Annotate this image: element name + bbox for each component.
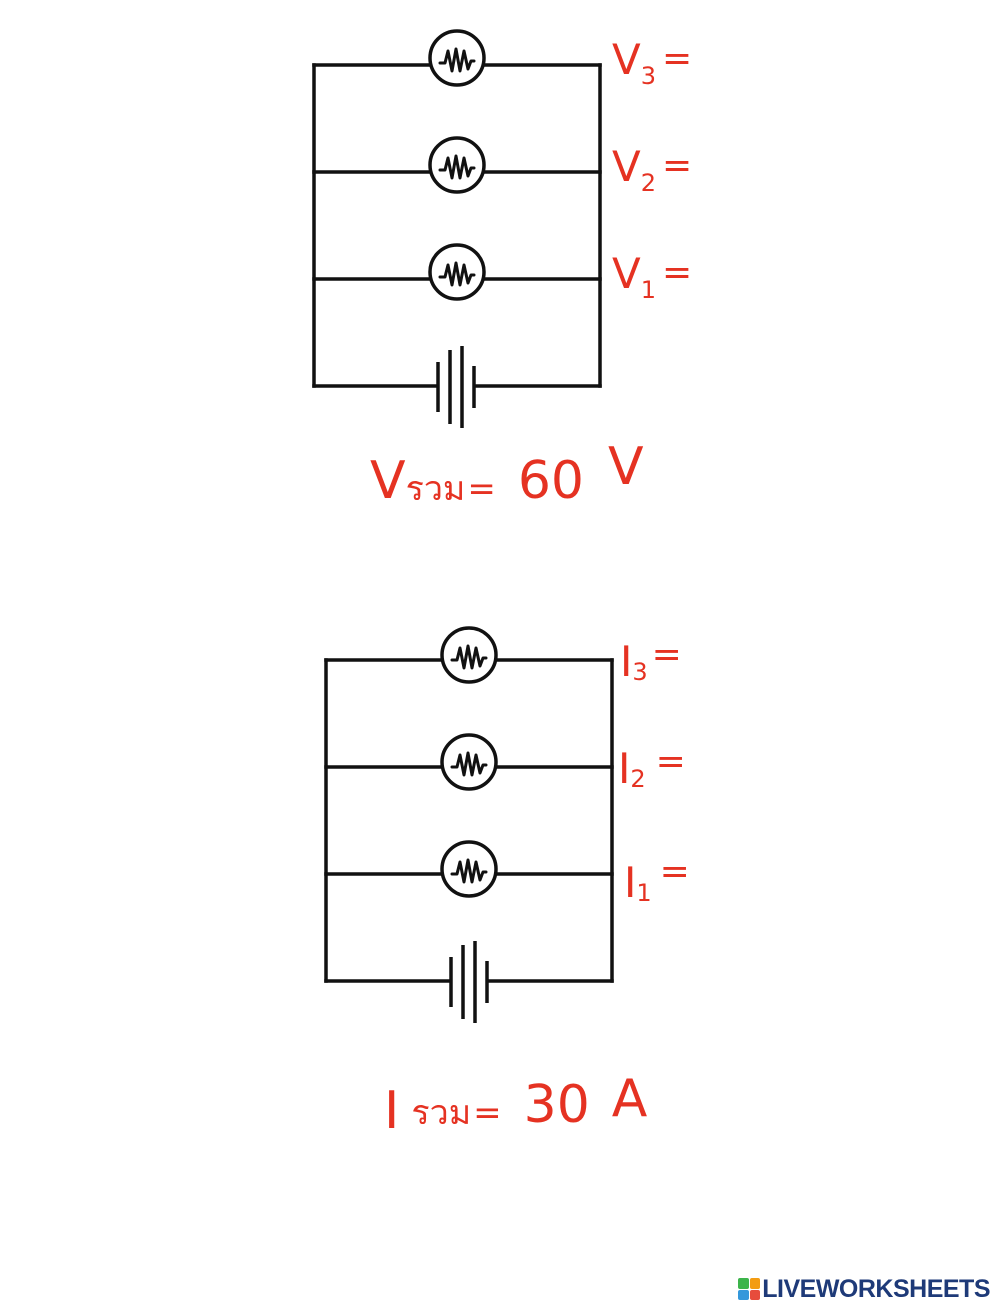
lamp-3 [428,29,486,87]
logo-tile [749,1278,761,1289]
battery [449,941,489,1023]
liveworksheets-logo-icon [738,1278,761,1300]
lamp-2 [440,733,498,791]
branch-label-v2: V2= [612,142,692,197]
battery [436,346,476,428]
branch-label-v1: V1= [612,249,692,304]
branch-label-i3: I3= [620,634,682,686]
branch-label-i1: I1= [624,851,690,907]
lamp-3 [440,626,498,684]
lamp-1 [440,840,498,898]
lamp-2 [428,136,486,194]
lamp-1 [428,243,486,301]
watermark-text: LIVEWORKSHEETS [762,1275,990,1303]
logo-tile [738,1278,749,1289]
logo-tile [749,1289,761,1300]
branch-label-i2: I2= [618,741,686,793]
logo-tile [738,1289,749,1300]
liveworksheets-watermark: LIVEWORKSHEETS [738,1275,990,1303]
branch-label-v3: V3= [612,35,692,90]
